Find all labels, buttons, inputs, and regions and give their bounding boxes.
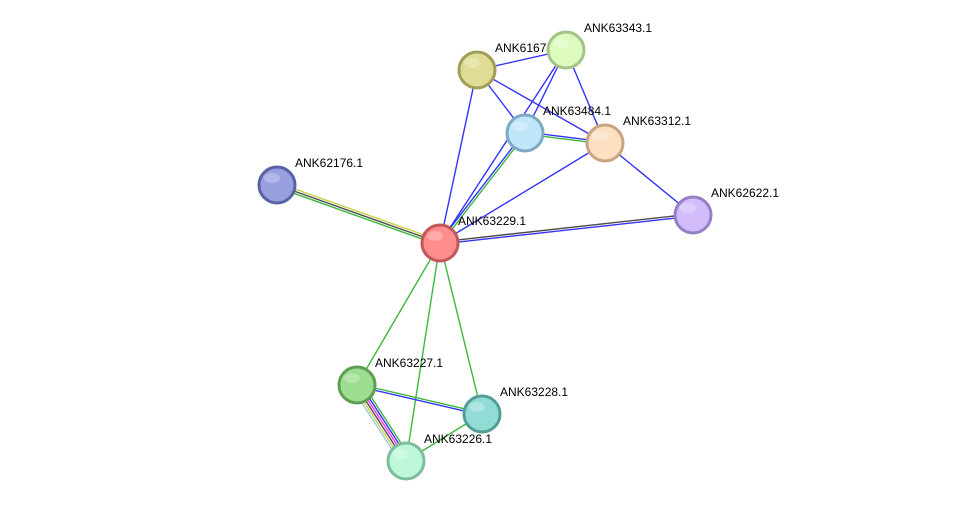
edge-n6167-n63312 bbox=[476, 69, 606, 144]
edge-n63229-n63343 bbox=[439, 49, 567, 244]
edge-evidence-line bbox=[356, 242, 441, 386]
node-label-n63484: ANK63484.1 bbox=[543, 104, 611, 118]
edge-n63229-n6167 bbox=[439, 69, 478, 244]
edge-n63229-n63227 bbox=[356, 242, 441, 386]
node-label-n63312: ANK63312.1 bbox=[623, 114, 691, 128]
node-circle[interactable] bbox=[462, 394, 502, 434]
node-n6167[interactable] bbox=[457, 50, 497, 90]
node-highlight bbox=[553, 38, 569, 48]
edge-n63229-n62176 bbox=[275, 182, 442, 246]
node-highlight bbox=[427, 231, 443, 241]
edge-n63229-n62622 bbox=[439, 213, 694, 245]
node-highlight bbox=[469, 402, 485, 412]
edge-n63229-n63228 bbox=[439, 242, 483, 415]
edge-evidence-line bbox=[277, 182, 442, 242]
nodes-layer bbox=[257, 30, 713, 481]
edge-evidence-line bbox=[440, 132, 527, 245]
edge-evidence-line bbox=[276, 184, 441, 244]
node-circle[interactable] bbox=[420, 223, 460, 263]
node-label-n62176: ANK62176.1 bbox=[295, 156, 363, 170]
labels-layer: ANK63229.1 ANK62176.1 ANK6167 ANK63343.1ANK… bbox=[295, 21, 779, 446]
node-highlight bbox=[592, 131, 608, 141]
edge-evidence-line bbox=[439, 242, 483, 415]
node-label-n63227: ANK63227.1 bbox=[375, 356, 443, 370]
edge-n63229-n63312 bbox=[439, 142, 606, 244]
node-highlight bbox=[680, 203, 696, 213]
node-highlight bbox=[512, 121, 528, 131]
node-highlight bbox=[344, 373, 360, 383]
edge-n63227-n63228 bbox=[356, 383, 483, 416]
node-circle[interactable] bbox=[257, 165, 297, 205]
edge-n63229-n63226 bbox=[405, 242, 441, 462]
node-circle[interactable] bbox=[457, 50, 497, 90]
edge-evidence-line bbox=[439, 69, 478, 244]
node-circle[interactable] bbox=[386, 441, 426, 481]
node-label-n6167: ANK6167 bbox=[495, 41, 547, 55]
node-n63229[interactable] bbox=[420, 223, 460, 263]
edge-evidence-line bbox=[356, 385, 483, 416]
edge-evidence-line bbox=[439, 142, 606, 244]
node-n63228[interactable] bbox=[462, 394, 502, 434]
node-circle[interactable] bbox=[673, 195, 713, 235]
node-label-n63226: ANK63226.1 bbox=[424, 432, 492, 446]
node-highlight bbox=[393, 449, 409, 459]
node-n63227[interactable] bbox=[337, 365, 377, 405]
node-circle[interactable] bbox=[546, 30, 586, 70]
node-n62176[interactable] bbox=[257, 165, 297, 205]
node-n63226[interactable] bbox=[386, 441, 426, 481]
edge-evidence-line bbox=[476, 69, 606, 144]
node-highlight bbox=[464, 58, 480, 68]
node-circle[interactable] bbox=[585, 123, 625, 163]
edge-evidence-line bbox=[439, 215, 694, 245]
node-circle[interactable] bbox=[337, 365, 377, 405]
edge-evidence-line bbox=[438, 131, 525, 244]
node-highlight bbox=[264, 173, 280, 183]
node-n63312[interactable] bbox=[585, 123, 625, 163]
node-label-n63228: ANK63228.1 bbox=[500, 385, 568, 399]
node-circle[interactable] bbox=[505, 113, 545, 153]
node-n63484[interactable] bbox=[505, 113, 545, 153]
node-n62622[interactable] bbox=[673, 195, 713, 235]
node-label-n63343: ANK63343.1 bbox=[584, 21, 652, 35]
edge-evidence-line bbox=[439, 213, 694, 243]
node-label-n62622: ANK62622.1 bbox=[711, 186, 779, 200]
edge-evidence-line bbox=[275, 186, 440, 246]
edge-evidence-line bbox=[439, 49, 567, 244]
edge-evidence-line bbox=[356, 383, 483, 414]
edge-evidence-line bbox=[405, 242, 441, 462]
edge-n63229-n63484 bbox=[438, 131, 527, 245]
node-label-n63229: ANK63229.1 bbox=[458, 214, 526, 228]
node-n63343[interactable] bbox=[546, 30, 586, 70]
